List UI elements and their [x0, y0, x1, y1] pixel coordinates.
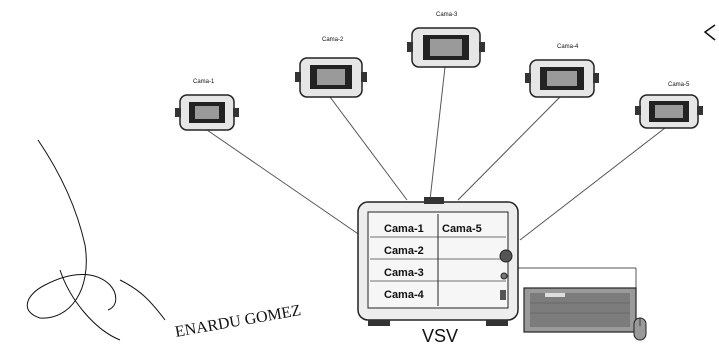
mouse-icon: [634, 318, 646, 340]
bed-monitor-5: Cama-5: [635, 82, 703, 128]
corner-mark: [705, 25, 715, 40]
bed-monitor-1-label: Cama-1: [193, 79, 215, 85]
central-monitor-label: VSV: [422, 326, 458, 344]
signature-name-text: ENARDU GOMEZ: [174, 302, 303, 341]
connection-line-4: [458, 97, 560, 200]
bed-monitor-2-label: Cama-2: [322, 37, 344, 43]
connection-line-2: [330, 97, 407, 200]
bed-monitor-2: Cama-2: [295, 37, 367, 97]
connection-line-5: [520, 128, 665, 240]
grid-cell-cama-3: Cama-3: [384, 267, 424, 279]
grid-cell-cama-5: Cama-5: [442, 223, 482, 235]
handwritten-signature: [27, 140, 165, 340]
bed-monitor-4: Cama-4: [525, 44, 599, 97]
central-monitor: Cama-1 Cama-2 Cama-3 Cama-4 Cama-5 VSV: [358, 197, 518, 344]
bed-monitor-3: Cama-3: [407, 12, 485, 67]
connection-line-1: [207, 130, 367, 240]
bed-monitor-1: Cama-1: [175, 79, 239, 130]
bed-monitor-3-label: Cama-3: [436, 12, 458, 18]
bed-monitor-5-label: Cama-5: [668, 82, 690, 88]
keyboard-icon: [524, 288, 636, 332]
connection-line-3: [430, 67, 445, 200]
control-knob-icon: [500, 250, 512, 262]
bed-monitor-4-label: Cama-4: [557, 44, 579, 50]
grid-cell-cama-4: Cama-4: [384, 289, 425, 301]
grid-cell-cama-2: Cama-2: [384, 245, 424, 257]
grid-cell-cama-1: Cama-1: [384, 223, 424, 235]
